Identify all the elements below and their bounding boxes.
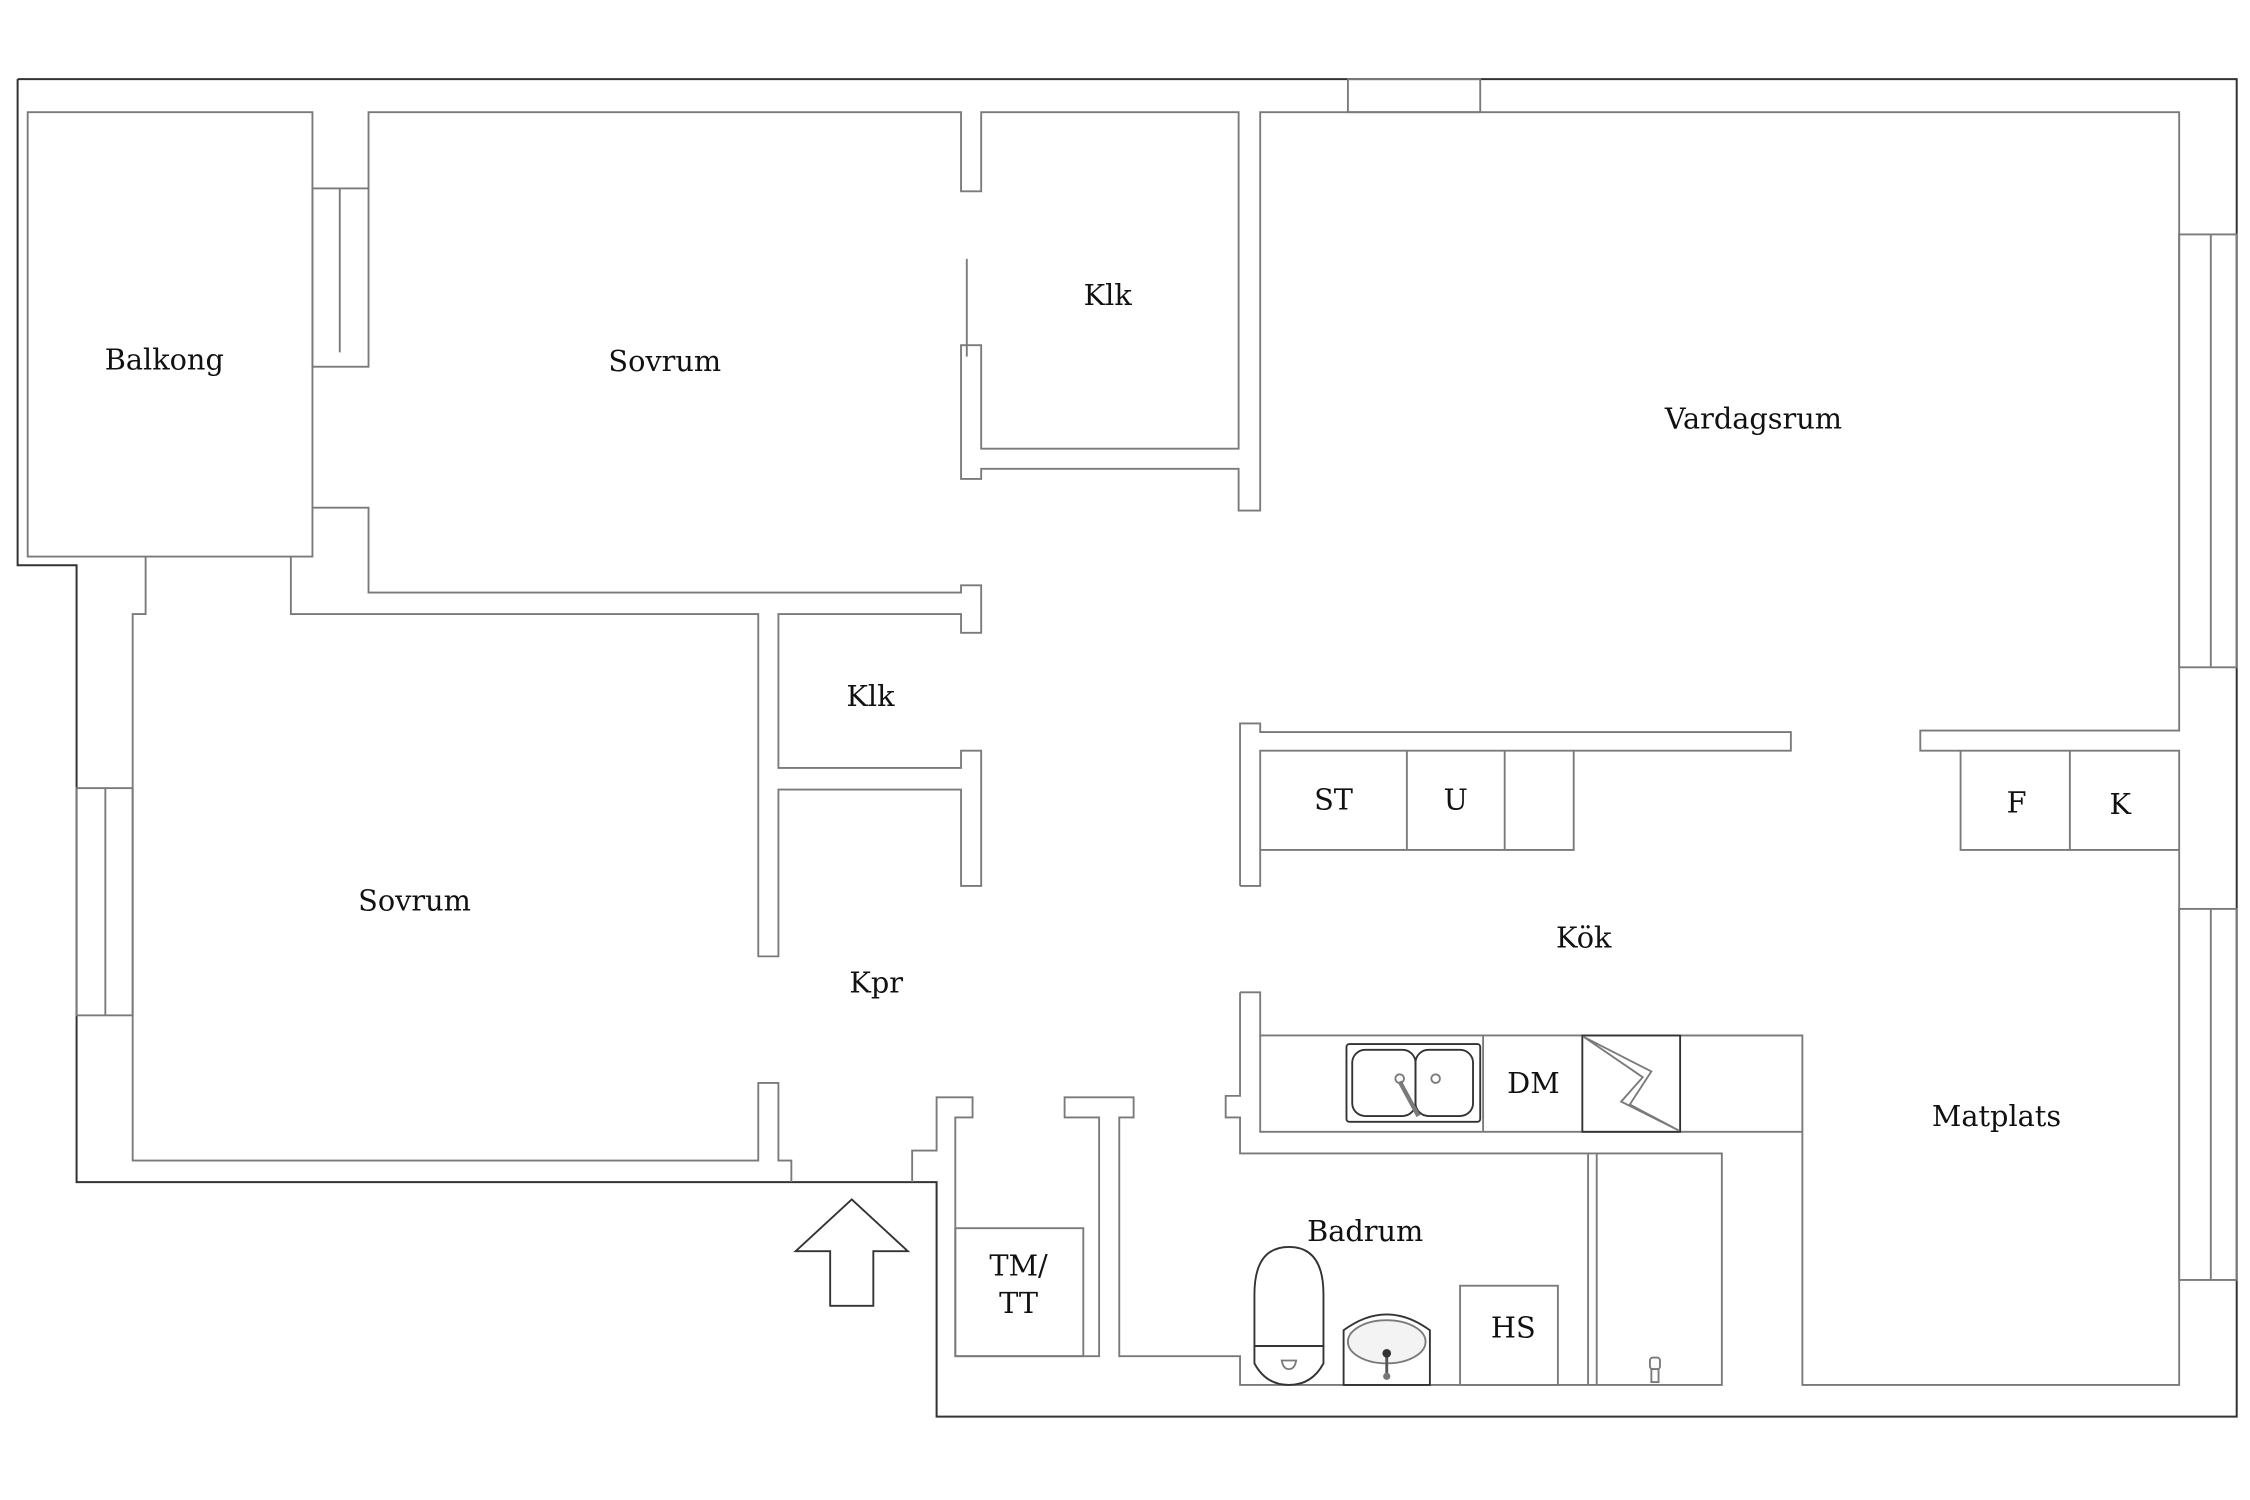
stove-symbol xyxy=(1583,1036,1680,1132)
room-label-sovrum-bottom: Sovrum xyxy=(358,883,471,917)
room-label-vardagsrum: Vardagsrum xyxy=(1664,402,1842,436)
room-label-kok: Kök xyxy=(1556,921,1612,955)
fixture-label-k: K xyxy=(2109,787,2131,821)
fixture-label-u: U xyxy=(1444,783,1468,817)
fixture-label-f: F xyxy=(2007,786,2027,820)
fixture-label-tm: TM/ xyxy=(989,1249,1048,1283)
window xyxy=(2178,907,2238,1281)
washbasin-icon xyxy=(1342,1313,1431,1386)
fixture-label-st: ST xyxy=(1314,783,1353,817)
room-label-balkong: Balkong xyxy=(105,343,224,377)
fixture-label-dm: DM xyxy=(1507,1066,1560,1100)
water-heater xyxy=(1459,1284,1559,1386)
room-label-sovrum-top: Sovrum xyxy=(608,344,721,378)
kitchen-sink-icon xyxy=(1345,1043,1482,1123)
room-label-matplats: Matplats xyxy=(1932,1099,2061,1133)
window xyxy=(2178,233,2238,669)
fixture-label-tt: TT xyxy=(999,1286,1038,1320)
wall xyxy=(367,111,2181,1386)
stove xyxy=(1581,1034,1682,1133)
toilet-icon xyxy=(1253,1245,1325,1386)
balcony-outline xyxy=(26,111,314,558)
room-label-klk-mid: Klk xyxy=(846,679,895,713)
entrance-arrow-icon xyxy=(793,1198,911,1307)
window xyxy=(1346,78,1482,114)
floor-drain-icon xyxy=(1648,1356,1661,1384)
room-label-badrum: Badrum xyxy=(1307,1214,1423,1248)
room-label-klk-top: Klk xyxy=(1084,278,1133,312)
room-label-kpr: Kpr xyxy=(849,965,903,999)
washer-dryer xyxy=(954,1227,1085,1358)
fixture-label-hs: HS xyxy=(1491,1310,1536,1344)
